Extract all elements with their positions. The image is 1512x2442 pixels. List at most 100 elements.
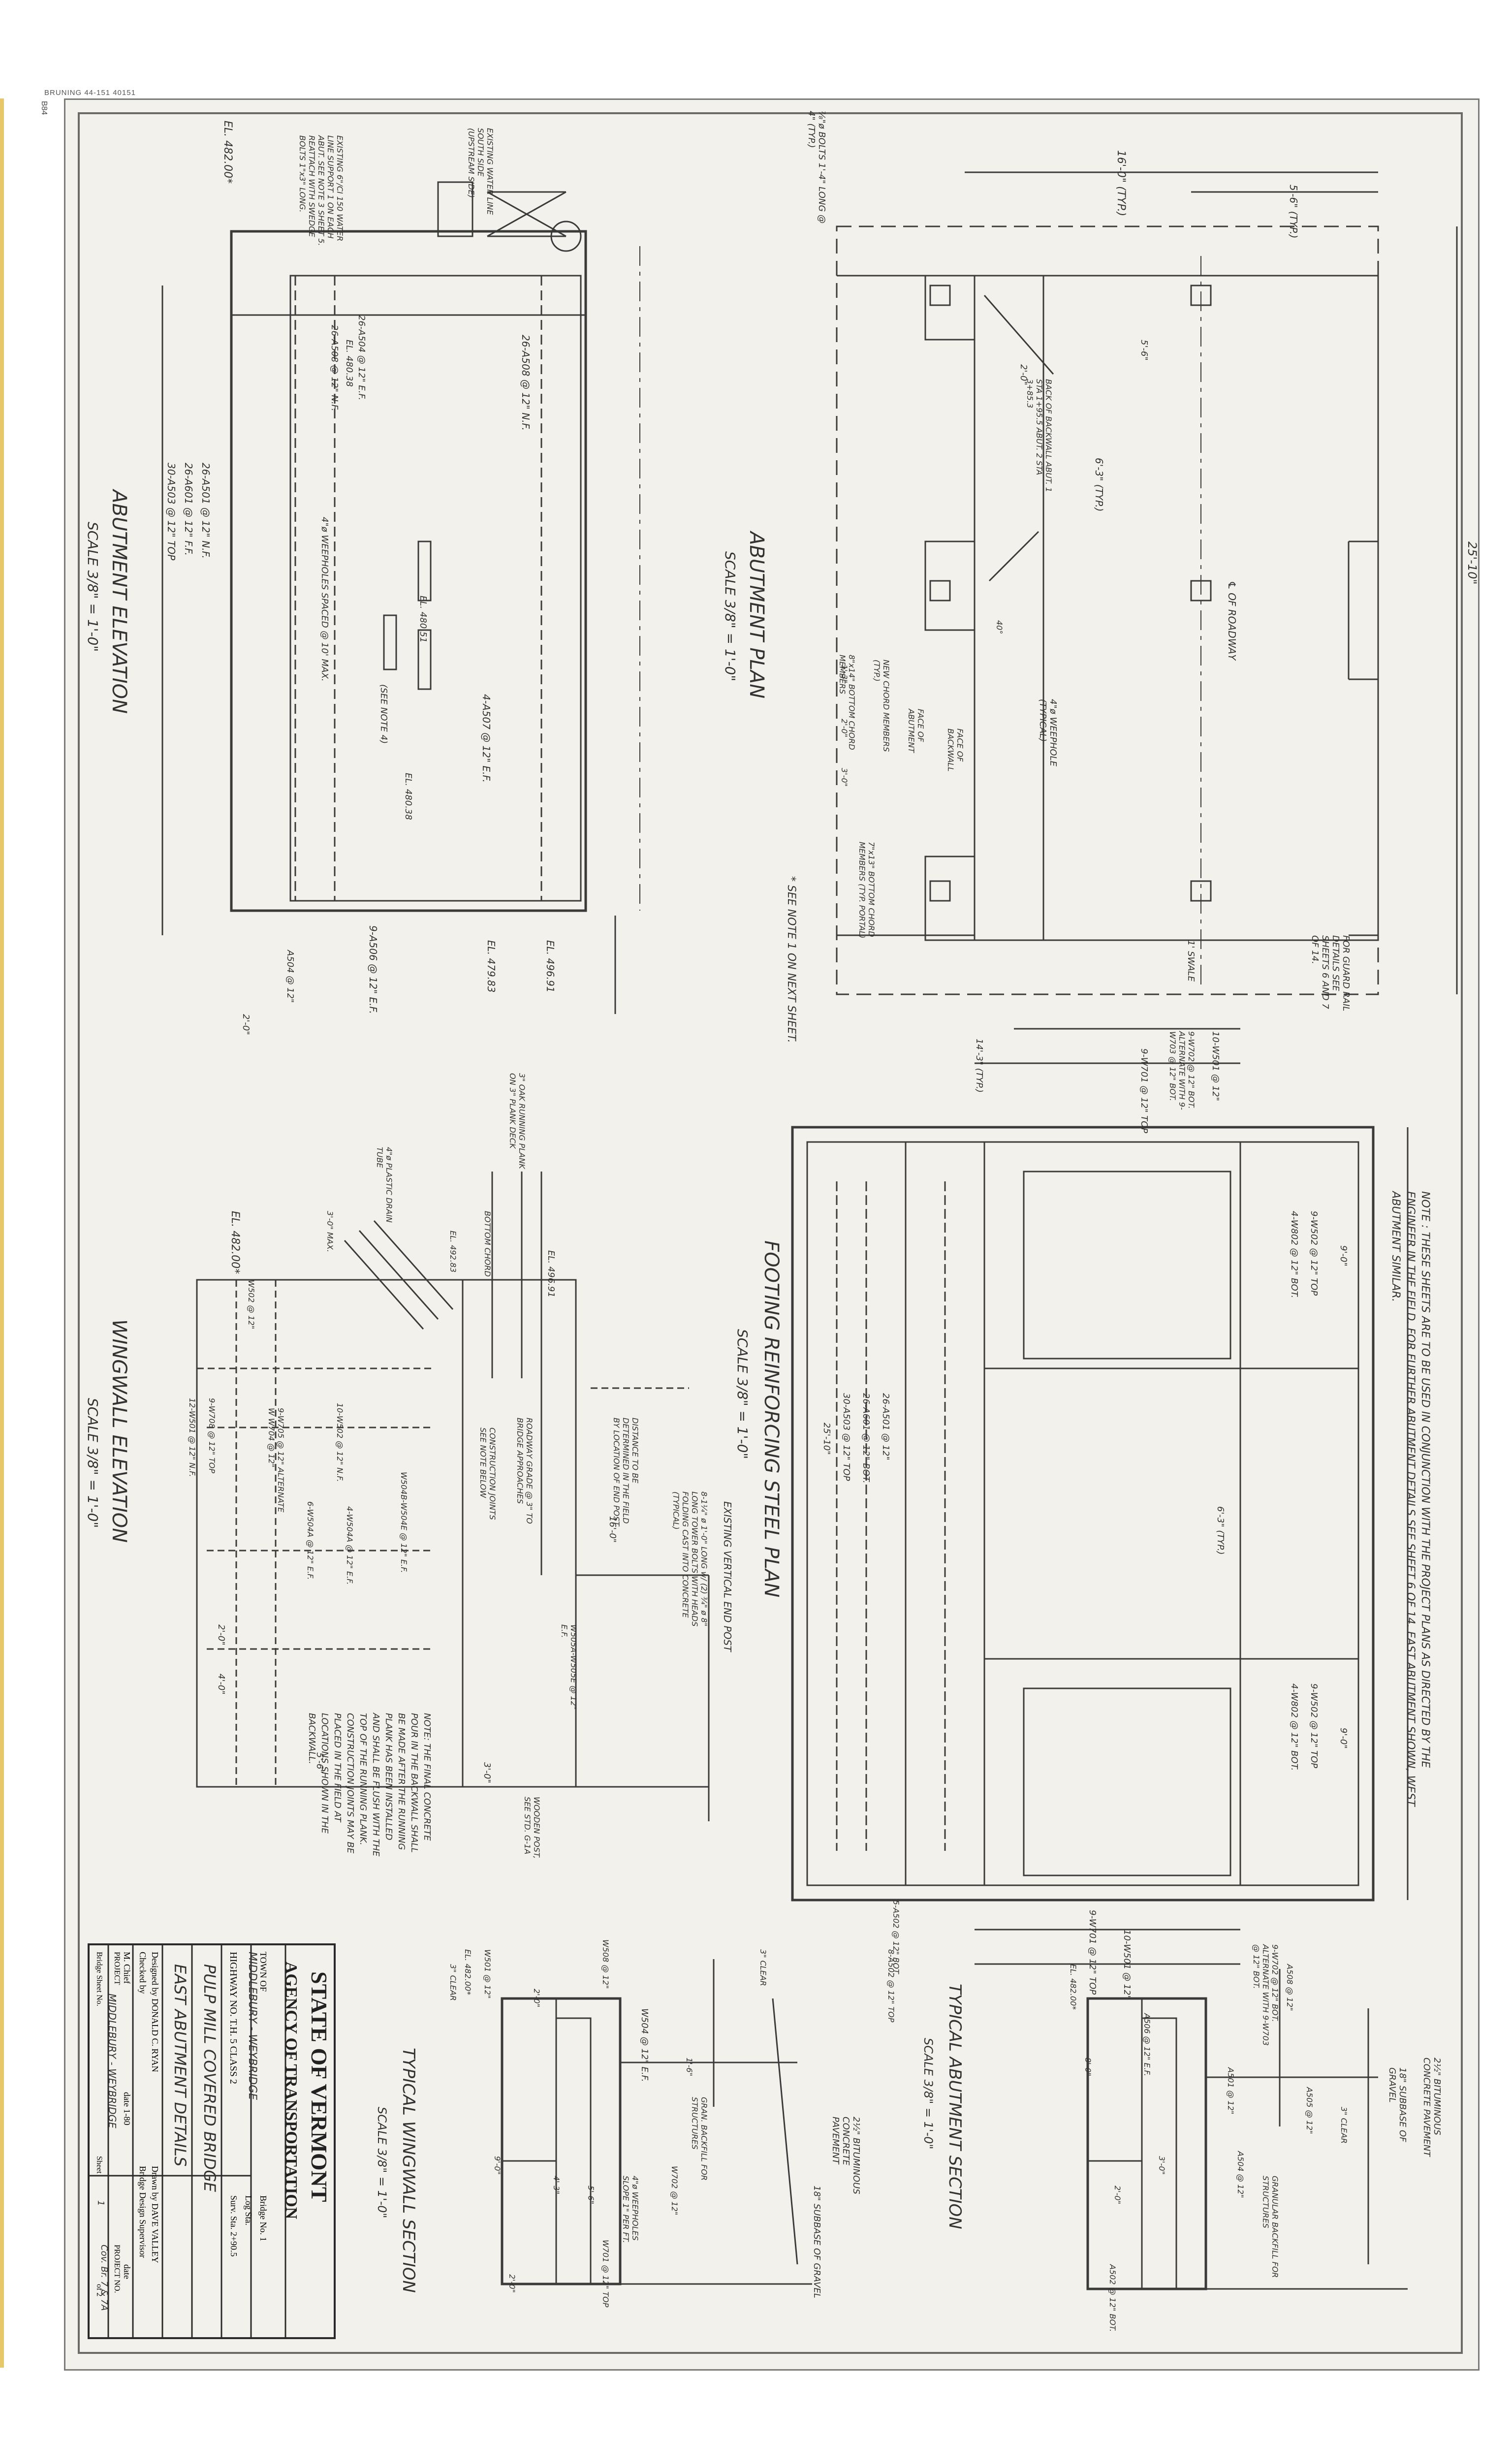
title-block-agency: AGENCY OF TRANSPORTATION: [282, 1962, 300, 2220]
title-block-lines: [88, 1943, 336, 2339]
fp-label-4: 9'-0": [1338, 1245, 1349, 1267]
wingwall-section-title: TYPICAL WINGWALL SECTION: [399, 2048, 418, 2293]
fp-label-10: 25'-10": [821, 1423, 832, 1455]
fp-label-3: 14'-3" (TYP.): [974, 1039, 984, 1093]
fp-label-2: 9-W701 @ 12" TOP: [1139, 1048, 1149, 1134]
as-label-6: 18" SUBBASE OF GRAVEL: [1387, 2067, 1408, 2142]
ae-label-11: (SEE NOTE 4): [378, 684, 389, 744]
ae-label-8: 26-A508 @ 12" N.F.: [329, 325, 340, 412]
ws-label-2: 3" CLEAR: [448, 1964, 458, 2001]
ws-label-5: W508 @ 12": [601, 1939, 610, 1989]
fp-label-17: 9-W701 @ 12" TOP: [1087, 1910, 1098, 1995]
title-block-highway: HIGHWAY NO. T.H. 5 CLASS 2: [228, 1952, 239, 2084]
we-label-1: 3" OAK RUNNING PLANK ON 3" PLANK DECK: [508, 1073, 527, 1169]
title-block-bridge-no: Bridge No. 1: [258, 2195, 268, 2242]
ws-label-7: GRAN. BACKFILL FOR STRUCTURES: [690, 2097, 709, 2181]
ap-label-8: 4"ø WEEPHOLE (TYPICAL): [1038, 699, 1058, 766]
ae-label-9: 4"ø WEEPHOLES SPACED @ 10' MAX.: [319, 517, 330, 682]
fp-label-16: 8-A502 @ 12" TOP: [886, 1949, 896, 2023]
we-label-15: CONSTRUCTION JOINTS SEE NOTE BELOW: [478, 1427, 497, 1520]
maker-stamp: BRUNING 44-151 40151: [44, 89, 136, 97]
ae-label-2: EL. 479.83: [485, 940, 497, 993]
we-label-10: 12-W501 @ 12" N.F.: [188, 1398, 197, 1477]
fp-label-13: 9-W502 @ 12" TOP: [1309, 1683, 1319, 1769]
title-block-designed-by: Designed by DONALD C. RYAN: [150, 1952, 160, 2072]
as-label-1: A508 @ 12": [1285, 1964, 1294, 2011]
title-block-of: of 2: [95, 2284, 103, 2297]
ws-label-15: 2'-0": [507, 2274, 517, 2293]
ap-label-10: FACE OF ABUTMENT: [907, 709, 925, 753]
ap-label-18: 40°: [995, 620, 1004, 634]
we-label-3: EL. 492.83: [448, 1231, 458, 1273]
footing-plan-scale: SCALE 3/8" = 1'-0": [734, 1329, 751, 1459]
abutment-plan-lines: [836, 171, 1458, 995]
wingwall-elevation-lines: [196, 1172, 710, 1821]
ae-label-10: 4-A507 @ 12" E.F.: [480, 694, 492, 783]
ae-label-17: 2'-0": [241, 1014, 251, 1035]
title-block-checked-by: Checked by: [138, 1952, 148, 1994]
ae-label-18: EXISTING 6"/CI 150 WATER LINE SUPPORT 1 …: [298, 135, 345, 246]
as-label-9: 2'-0": [1113, 2186, 1122, 2204]
as-label-10: 3'-0": [1157, 2156, 1166, 2175]
wingwall-section-lines: [501, 1959, 812, 2285]
as-label-12: A505 @ 12": [1305, 2087, 1314, 2134]
footing-plan-lines: [791, 1028, 1409, 1965]
title-block-design-supervisor: Bridge Design Supervisor: [138, 2166, 148, 2258]
we-label-2: EL. 496.91: [546, 1250, 556, 1298]
ae-label-6: 26-A508 @ 12" N.F.: [520, 335, 532, 431]
ap-label-9: FACE OF BACKWALL: [946, 729, 965, 772]
blueprint-sheet: [64, 98, 1480, 2371]
we-label-0: EL. 482.00*: [229, 1211, 241, 1274]
we-label-21: 3'-0": [482, 1762, 492, 1783]
as-label-7: GRANULAR BACKFILL FOR STRUCTURES: [1261, 2176, 1280, 2278]
we-label-20: W505A-W505E @ 12" E.F.: [560, 1624, 578, 1710]
ae-label-20: ⅞"ø BOLTS 1'-4" LONG @ 4" (TYP.): [806, 111, 827, 224]
ws-label-8: 1'-6": [685, 2058, 694, 2076]
ws-label-0: W501 @ 12": [483, 1949, 492, 1999]
bolt-note: 8-1¼" ø 1'-0" LONG w/ (2) ¾" ø 8" LONG T…: [671, 1491, 709, 1627]
ap-label-6: BACK OF BACKWALL ABUT. 1 STA 1+95.5 ABUT…: [1025, 379, 1053, 492]
title-block-project: MIDDLEBURY - WEYBRIDGE: [106, 1994, 118, 2128]
title-block-project-no: Cov. Br. 7 & 7A: [99, 2245, 109, 2311]
ap-label-19: FOR GUARD RAIL DETAILS SEE SHEETS 6 AND …: [1310, 935, 1351, 1012]
ws-label-1: EL. 482.00*: [463, 1949, 472, 1996]
abutment-plan-title: ABUTMENT PLAN: [745, 532, 768, 699]
abutment-elevation-scale: SCALE 3/8" = 1'-0": [85, 522, 101, 652]
general-note: NOTE : THESE SHEETS ARE TO BE USED IN CO…: [1389, 1191, 1431, 1807]
ae-label-0: EL. 482.00*: [221, 121, 234, 184]
ws-label-13: 4"ø WEEPHOLES SLOPE 1" PER FT.: [621, 2176, 640, 2243]
ae-label-5: EL. 480.51: [418, 596, 428, 643]
as-label-13: 3" CLEAR: [1339, 2107, 1349, 2144]
we-label-18: DISTANCE TO BE DETERMINED IN THE FIELD B…: [612, 1418, 640, 1526]
we-label-6: 3'-0" MAX.: [325, 1211, 335, 1252]
as-label-2: A506 @ 12" E.F.: [1142, 2013, 1152, 2076]
inner-border: [78, 112, 1463, 2354]
title-block-date2: date: [122, 2264, 132, 2279]
ap-label-17: 1' SWALE: [1186, 940, 1196, 982]
ae-label-1: EL. 496.91: [544, 940, 556, 993]
wingwall-elevation-title: WINGWALL ELEVATION: [108, 1319, 130, 1543]
fp-label-5: 9-W502 @ 12" TOP: [1309, 1211, 1319, 1296]
fp-label-6: 4-W802 @ 12" BOT.: [1289, 1211, 1299, 1299]
ap-label-16: 3'-0": [840, 768, 849, 787]
fp-label-0: 10-W501 @ 12": [1210, 1031, 1221, 1101]
title-block-date1: date 1-80: [122, 2092, 132, 2125]
title-block-sheet-no: 1: [95, 2200, 106, 2206]
ap-label-0: 16'-0" (TYP.): [1115, 150, 1127, 217]
ws-label-16: 2½" BITUMINOUS CONCRETE PAVEMENT: [830, 2117, 861, 2194]
joint-note: NOTE: THE FINAL CONCRETE POUR IN THE BAC…: [307, 1713, 432, 1857]
ws-label-3: 2'-0": [532, 1989, 541, 2007]
we-label-14: 9-W705 @ 12" ALTERNATE W W704 @ 12": [267, 1408, 285, 1513]
title-block-log-sta: Log Sta.: [244, 2195, 253, 2225]
fp-label-19: 9-W702 @ 12" BOT. ALTERNATE WITH 9-W703 …: [1252, 1944, 1280, 2046]
ap-label-15: 2'-0": [840, 719, 849, 737]
we-label-16: ROADWAY GRADE @ 3" TO BRIDGE APPROACHES: [515, 1418, 534, 1524]
as-label-5: 2½" BITUMINOUS CONCRETE PAVEMENT: [1421, 2058, 1442, 2157]
wingwall-section-scale: SCALE 3/8" = 1'-0": [375, 2107, 389, 2219]
fp-label-8: 26-A601 @ 12" BOT.: [861, 1393, 871, 1484]
abutment-elevation-lines: [161, 181, 640, 1014]
ap-label-5: 5'-6": [1139, 340, 1149, 361]
ae-label-15: 9-A506 @ 12" E.F.: [367, 925, 379, 1014]
fp-label-7: 26-A501 @ 12": [881, 1393, 891, 1460]
